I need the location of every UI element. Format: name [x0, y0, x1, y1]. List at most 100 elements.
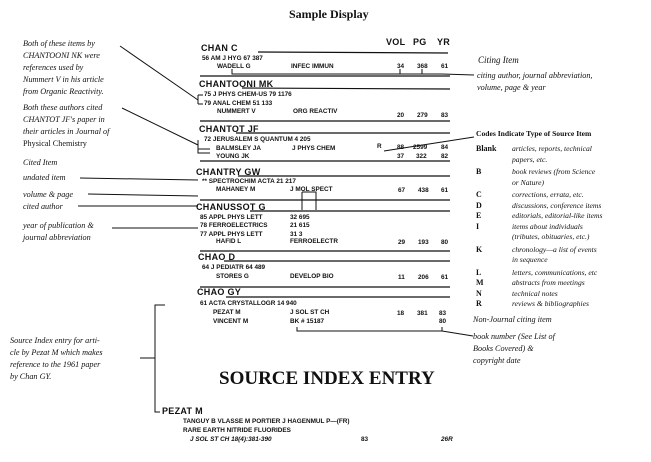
- cited-author: CHAO D: [198, 252, 236, 262]
- note-cited-item: Cited Item: [23, 158, 58, 167]
- vol: 88: [397, 144, 405, 151]
- note-book-number-2: Books Covered) &: [473, 344, 534, 353]
- vol: 20: [397, 112, 405, 119]
- citing-author: WADELL G: [217, 63, 251, 70]
- yr: 61: [441, 187, 449, 194]
- pg: 206: [418, 274, 429, 281]
- citing-author: PEZAT M: [213, 309, 241, 316]
- pg: 438: [418, 187, 429, 194]
- source-citation: J SOL ST CH 18(4):381-390: [190, 436, 272, 443]
- note-line: from Organic Reactivity.: [23, 87, 104, 96]
- cited-item: 61 ACTA CRYSTALLOGR 14 940: [200, 300, 297, 307]
- note-line: Physical Chemistry: [23, 139, 87, 148]
- citing-author: BALMSLEY JA: [216, 145, 261, 152]
- note-line: reference to the 1961 paper: [10, 360, 101, 369]
- code-description: letters, communications, etc: [512, 267, 598, 277]
- citing-journal: INFEC IMMUN: [291, 63, 334, 70]
- code-description: papers, etc.: [512, 154, 548, 164]
- note-year-journal: year of publication &: [23, 221, 94, 230]
- note-line: Both these authors cited: [23, 103, 103, 112]
- citing-journal: J SOL ST CH: [290, 309, 330, 316]
- vol: 18: [397, 310, 405, 317]
- cited-author: CHAN C: [201, 43, 238, 53]
- vol: 29: [398, 239, 406, 246]
- cited-item: 56 AM J HYG 67 387: [202, 55, 263, 62]
- note-line: references used by: [23, 63, 84, 72]
- cited-author: CHANTOT JF: [199, 124, 259, 134]
- cited-vol-page: 21 615: [290, 222, 310, 229]
- note-line: by Chan GY.: [10, 372, 52, 381]
- note-citing-desc: citing author, journal abbreviation,: [477, 71, 593, 80]
- citing-journal: J MOL SPECT: [290, 186, 333, 193]
- citing-journal: J PHYS CHEM: [292, 145, 336, 152]
- source-type-code: R: [377, 143, 382, 150]
- yr: 61: [441, 274, 449, 281]
- source-coauthors: TANGUY B VLASSE M PORTIER J HAGENMUL P—(…: [183, 418, 350, 425]
- pg: 322: [416, 153, 427, 160]
- cited-author: CHANUSSOT G: [196, 202, 266, 212]
- note-line: CHANTOT JF's paper in: [23, 115, 105, 124]
- code-letter: R: [476, 299, 482, 308]
- code-description: corrections, errata, etc.: [512, 190, 584, 199]
- code-letter: Blank: [476, 144, 497, 153]
- yr: 83: [441, 112, 449, 119]
- cited-item: ** SPECTROCHIM ACTA 21 217: [202, 178, 296, 185]
- citing-author: YOUNG JK: [216, 153, 250, 160]
- note-citing-desc-2: volume, page & year: [477, 83, 546, 92]
- cited-author: CHAO GY: [197, 287, 242, 297]
- code-description: reviews & bibliographies: [512, 299, 589, 308]
- code-letter: E: [476, 211, 482, 220]
- note-book-number-3: copyright date: [473, 356, 521, 365]
- code-description: chronology—a list of events: [512, 244, 597, 254]
- header-vol: VOL: [386, 37, 406, 47]
- cited-vol-page: 32 695: [290, 214, 310, 221]
- note-undated-item: undated item: [23, 173, 66, 182]
- citing-author: NUMMERT V: [217, 108, 256, 115]
- source-type: 26R: [441, 436, 453, 443]
- code-description: book reviews (from Science: [512, 167, 596, 176]
- vol: 11: [398, 274, 405, 281]
- pg: 193: [418, 239, 429, 246]
- note-book-number: book number (See List of: [473, 332, 555, 341]
- code-description: abstracts from meetings: [512, 278, 585, 287]
- note-citing-item: Citing Item: [478, 55, 519, 65]
- page-title: Sample Display: [289, 7, 369, 21]
- note-line: Both of these items by: [23, 39, 95, 48]
- code-letter: K: [476, 244, 483, 254]
- code-description: articles, reports, technical: [512, 144, 592, 153]
- code-letter: N: [476, 288, 482, 298]
- note-year-journal-2: journal abbreviation: [23, 233, 91, 242]
- book-number: BK # 15187: [290, 318, 325, 325]
- cited-author: CHANTOONI MK: [199, 79, 274, 89]
- note-line: cle by Pezat M which makes: [10, 348, 103, 357]
- source-title: RARE EARTH NITRIDE FLUORIDES: [183, 427, 291, 434]
- yr: 82: [441, 153, 449, 160]
- vol: 37: [397, 153, 405, 160]
- cited-item: 78 FERROELECTRICS: [200, 222, 268, 229]
- codes-title: Codes Indicate Type of Source Item: [476, 129, 592, 138]
- code-description: discussions, conference items: [512, 200, 602, 210]
- cited-item: 79 ANAL CHEM 51 133: [204, 100, 273, 107]
- yr: 84: [441, 144, 449, 151]
- vol: 67: [398, 187, 406, 194]
- note-cited-author: cited author: [23, 202, 63, 211]
- citing-journal: FERROELECTR: [290, 238, 338, 245]
- code-description: (tributes, obituaries, etc.): [512, 232, 590, 241]
- code-description: or Nature): [512, 177, 544, 187]
- yr: 80: [439, 318, 447, 325]
- code-letter: C: [476, 190, 482, 199]
- code-description: in sequence: [512, 255, 548, 264]
- code-letter: M: [476, 278, 484, 287]
- header-pg: PG: [413, 37, 427, 47]
- citing-journal: ORG REACTIV: [293, 108, 338, 115]
- citing-author: VINCENT M: [213, 318, 249, 325]
- code-letter: L: [476, 267, 482, 277]
- note-line: Source Index entry for arti-: [10, 336, 100, 345]
- source-index-heading: SOURCE INDEX ENTRY: [219, 368, 435, 389]
- pg: 279: [417, 112, 428, 119]
- note-volume-page: volume & page: [23, 190, 74, 199]
- pg: 368: [417, 63, 428, 70]
- code-letter: B: [476, 167, 482, 176]
